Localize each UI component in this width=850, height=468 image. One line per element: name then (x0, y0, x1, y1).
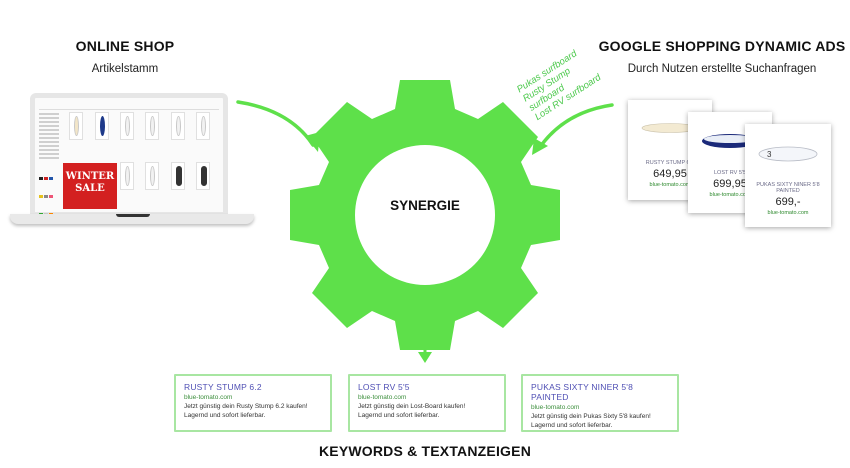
card-product-name: PUKAS SIXTY NINER 5'8 PAINTED (756, 182, 820, 194)
ad-domain: blue-tomato.com (531, 404, 580, 411)
product-thumb (171, 162, 185, 190)
text-ad: RUSTY STUMP 6.2 blue-tomato.com Jetzt gü… (174, 374, 332, 432)
card-price: 699,95 (713, 178, 747, 190)
laptop-screen: WINTER SALE (30, 93, 228, 216)
online-shop-title: ONLINE SHOP (75, 38, 175, 54)
svg-text:3: 3 (767, 150, 772, 159)
ad-text: Lagernd und sofort lieferbar. (531, 421, 613, 429)
keywords-title: KEYWORDS & TEXTANZEIGEN (318, 443, 532, 459)
ad-title: LOST RV 5'5 (358, 382, 410, 392)
card-price: 649,95 (653, 168, 687, 180)
google-shopping-subtitle: Durch Nutzen erstellte Suchanfragen (627, 63, 817, 75)
arrow-right-head-icon (532, 138, 548, 155)
shopping-card: 3 PUKAS SIXTY NINER 5'8 PAINTED 699,- bl… (745, 124, 831, 227)
winter-sale-banner: WINTER SALE (63, 163, 117, 209)
product-thumb (171, 112, 185, 140)
card-domain: blue-tomato.com (709, 192, 751, 198)
synergie-label: SYNERGIE (390, 198, 460, 213)
text-ad: PUKAS SIXTY NINER 5'8 PAINTED blue-tomat… (521, 374, 679, 432)
ad-title: PUKAS SIXTY NINER 5'8 PAINTED (531, 382, 634, 402)
gear-icon (290, 80, 560, 350)
ad-text: Jetzt günstig dein Lost-Board kaufen! (358, 403, 466, 410)
banner-line-1: WINTER (65, 171, 115, 182)
text-ad: LOST RV 5'5 blue-tomato.com Jetzt günsti… (348, 374, 506, 432)
card-domain: blue-tomato.com (767, 210, 809, 216)
product-thumb (196, 162, 210, 190)
laptop-base (10, 214, 254, 224)
arrow-right-icon (538, 103, 614, 149)
surfboard-image (702, 134, 758, 148)
ad-text: Lagernd und sofort lieferbar. (184, 411, 266, 419)
ad-text: Jetzt günstig dein Pukas Sixty 5'8 kaufe… (531, 413, 651, 420)
ad-title: RUSTY STUMP 6.2 (184, 382, 262, 392)
card-product-name: LOST RV 5'5 (713, 170, 747, 176)
ad-domain: blue-tomato.com (358, 394, 407, 401)
ad-text: Jetzt günstig dein Rusty Stump 6.2 kaufe… (184, 403, 308, 410)
product-thumb (95, 112, 109, 140)
product-thumb (120, 112, 134, 140)
product-thumb (145, 162, 159, 190)
shop-header (39, 102, 219, 110)
product-thumb (196, 112, 210, 140)
card-price: 699,- (775, 196, 801, 208)
ad-text: Lagernd und sofort lieferbar. (358, 411, 440, 419)
google-shopping-title: GOOGLE SHOPPING DYNAMIC ADS (598, 38, 846, 54)
product-thumb (69, 112, 83, 140)
arrow-down-icon (418, 330, 432, 363)
card-product-name: RUSTY STUMP 6.2 (645, 160, 695, 166)
online-shop-subtitle: Artikelstamm (91, 63, 159, 75)
surfboard-image: 3 (758, 146, 818, 162)
laptop-notch (116, 214, 150, 217)
banner-line-2: SALE (75, 183, 105, 194)
ad-domain: blue-tomato.com (184, 394, 233, 401)
product-thumb (145, 112, 159, 140)
card-domain: blue-tomato.com (649, 182, 691, 188)
arrow-left-icon (236, 100, 315, 147)
arrow-left-head-icon (305, 132, 320, 152)
product-thumb (120, 162, 134, 190)
